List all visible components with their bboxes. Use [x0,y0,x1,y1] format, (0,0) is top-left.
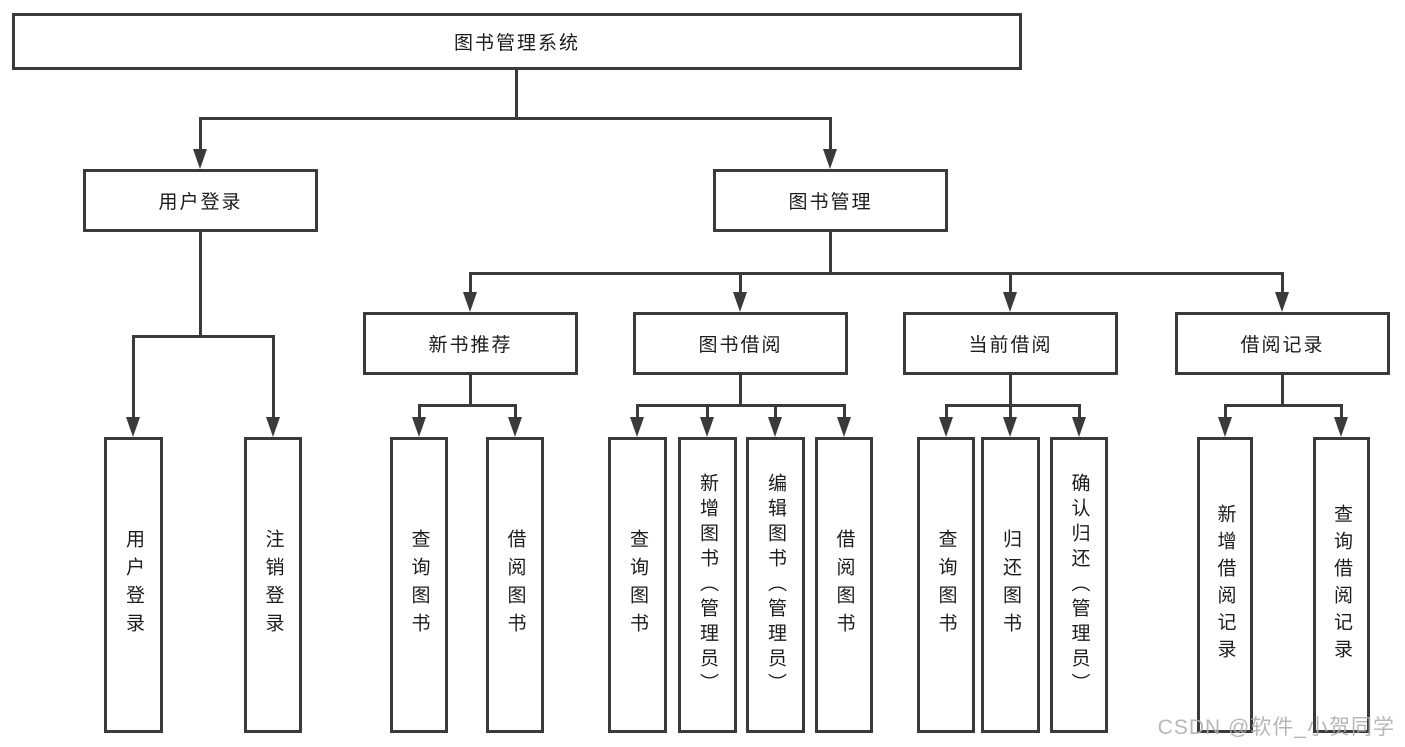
connector-line [1281,272,1284,295]
connector-bookmgmt-stem [829,232,832,275]
connector-line [272,335,275,421]
connector-stem [469,375,472,407]
connector-line [199,117,202,153]
arrowhead [733,292,747,312]
arrowhead [126,417,140,437]
connector-line [469,272,472,295]
connector-root-bar [199,117,832,120]
node-borrow-record: 借阅记录 [1175,312,1390,375]
arrowhead [700,417,714,437]
node-leaf-logout-login: 注销登录 [244,437,302,733]
arrowhead [630,417,644,437]
watermark: CSDN @软件_小贺同学 [1157,716,1395,739]
connector-stem [1009,375,1012,407]
connector-bar [1224,404,1342,407]
node-leaf-return-book: 归还图书 [981,437,1040,733]
connector-line [1224,404,1227,420]
node-leaf-borrow-book: 借阅图书 [815,437,873,733]
connector-line [1340,404,1343,420]
connector-stem [1281,375,1284,407]
connector-line [1078,404,1081,420]
connector-line [1009,272,1012,295]
connector-bar [636,404,845,407]
node-leaf-add-borrow-record: 新增借阅记录 [1197,437,1253,733]
connector-userlogin-stem [199,232,202,338]
node-leaf-edit-book-admin: 编辑图书（管理员） [746,437,805,733]
connector-bar [945,404,1081,407]
connector-line [843,404,846,420]
node-user-login: 用户登录 [83,169,318,232]
arrowhead [939,417,953,437]
connector-line [514,404,517,420]
node-leaf-query-borrow-record: 查询借阅记录 [1313,437,1370,733]
node-leaf-query-book-borrow: 查询图书 [608,437,667,733]
node-book-borrow: 图书借阅 [633,312,848,375]
arrowhead [1003,417,1017,437]
connector-line [829,117,832,153]
connector-bar [418,404,517,407]
connector-line [774,404,777,420]
connector-line [739,272,742,295]
arrowhead [412,417,426,437]
connector-line [1009,404,1012,420]
arrowhead [837,417,851,437]
connector-line [418,404,421,420]
connector-bookmgmt-bar [469,272,1284,275]
node-leaf-query-book-recommend: 查询图书 [390,437,448,733]
connector-line [945,404,948,420]
connector-userlogin-bar [132,335,275,338]
node-book-management: 图书管理 [713,169,948,232]
arrowhead [768,417,782,437]
node-leaf-confirm-return-admin: 确认归还（管理员） [1050,437,1108,733]
arrowhead [266,417,280,437]
node-leaf-borrow-book-recommend: 借阅图书 [486,437,544,733]
node-leaf-query-book-current: 查询图书 [917,437,975,733]
arrowhead [193,149,207,169]
arrowhead [1334,417,1348,437]
node-current-borrow: 当前借阅 [903,312,1118,375]
connector-stem [739,375,742,407]
node-leaf-user-login: 用户登录 [104,437,163,733]
connector-line [706,404,709,420]
connector-line [132,335,135,421]
arrowhead [823,149,837,169]
arrowhead [1072,417,1086,437]
arrowhead [1218,417,1232,437]
arrowhead [508,417,522,437]
node-leaf-add-book-admin: 新增图书（管理员） [678,437,737,733]
connector-root-stem [515,70,518,120]
node-root: 图书管理系统 [12,13,1022,70]
arrowhead [1275,292,1289,312]
connector-line [636,404,639,420]
arrowhead [463,292,477,312]
node-new-book-recommend: 新书推荐 [363,312,578,375]
arrowhead [1003,292,1017,312]
